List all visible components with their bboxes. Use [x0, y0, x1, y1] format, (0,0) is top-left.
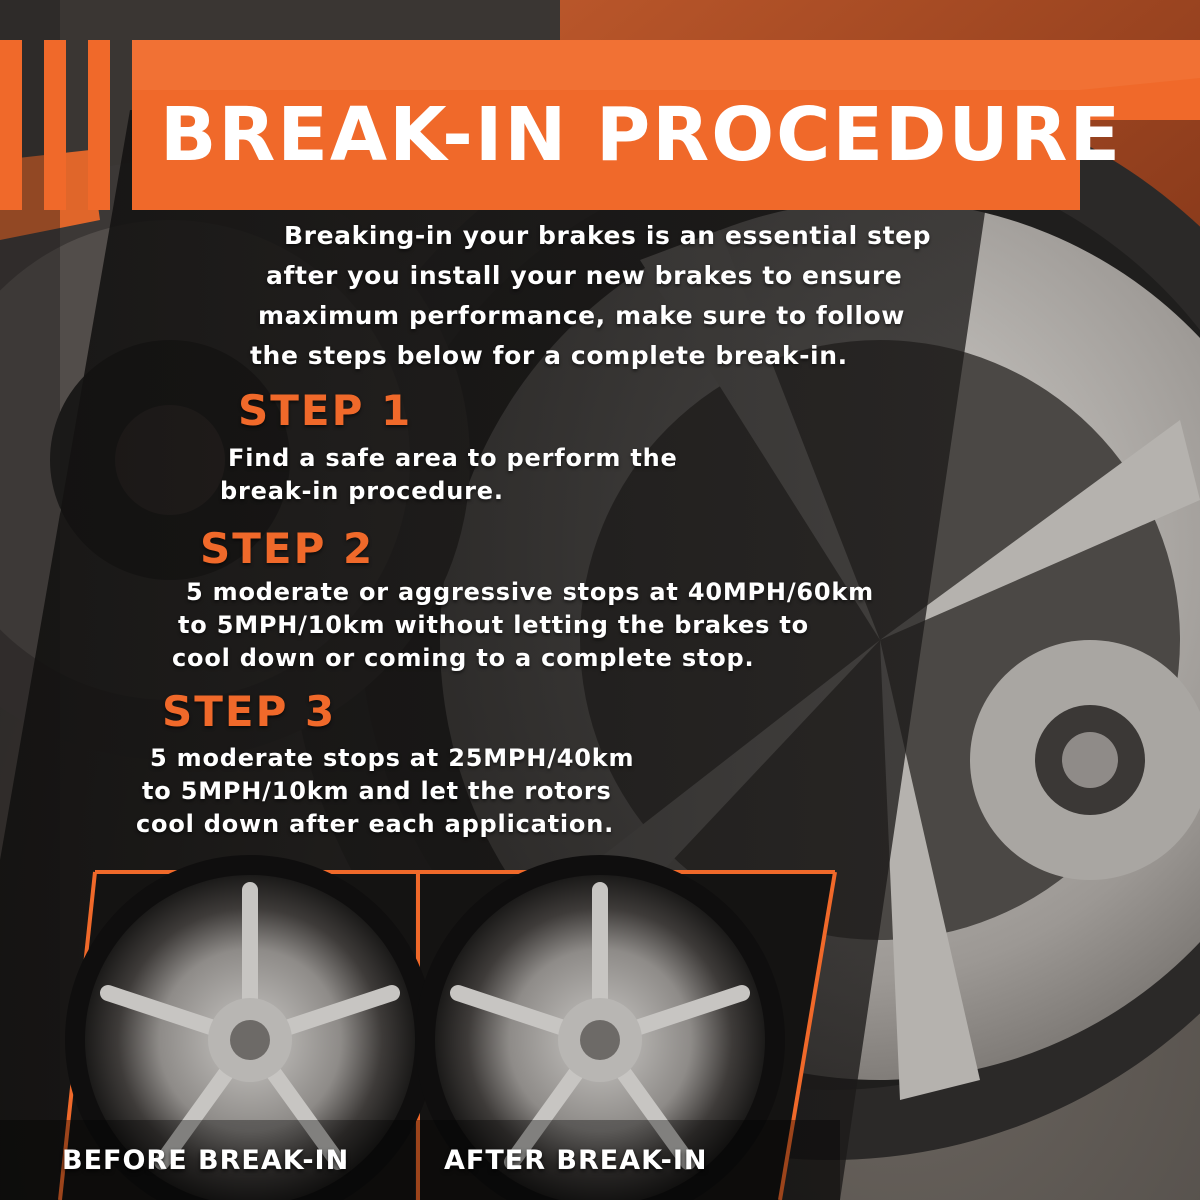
after-break-in-label: AFTER BREAK-IN [444, 1145, 708, 1176]
intro-line-1: Breaking-in your brakes is an essential … [284, 221, 932, 250]
step-2-line-1: 5 moderate or aggressive stops at 40MPH/… [186, 578, 874, 606]
step-3-line-1: 5 moderate stops at 25MPH/40km [150, 744, 635, 772]
intro-line-4: the steps below for a complete break-in. [250, 341, 848, 370]
before-break-in-label: BEFORE BREAK-IN [62, 1145, 350, 1176]
step-2-heading: STEP 2 [200, 524, 375, 573]
intro-line-3: maximum performance, make sure to follow [258, 301, 905, 330]
step-2-line-3: cool down or coming to a complete stop. [172, 644, 755, 672]
step-1-heading: STEP 1 [238, 386, 413, 435]
step-1-line-1: Find a safe area to perform the [228, 444, 678, 472]
step-3-heading: STEP 3 [162, 687, 337, 736]
step-2-line-2: to 5MPH/10km without letting the brakes … [178, 611, 809, 639]
step-3-line-2: to 5MPH/10km and let the rotors [142, 777, 612, 805]
page-title: BREAK-IN PROCEDURE [160, 92, 1123, 178]
step-3-line-3: cool down after each application. [136, 810, 615, 838]
step-1-line-2: break-in procedure. [220, 477, 504, 505]
intro-line-2: after you install your new brakes to ens… [266, 261, 903, 290]
